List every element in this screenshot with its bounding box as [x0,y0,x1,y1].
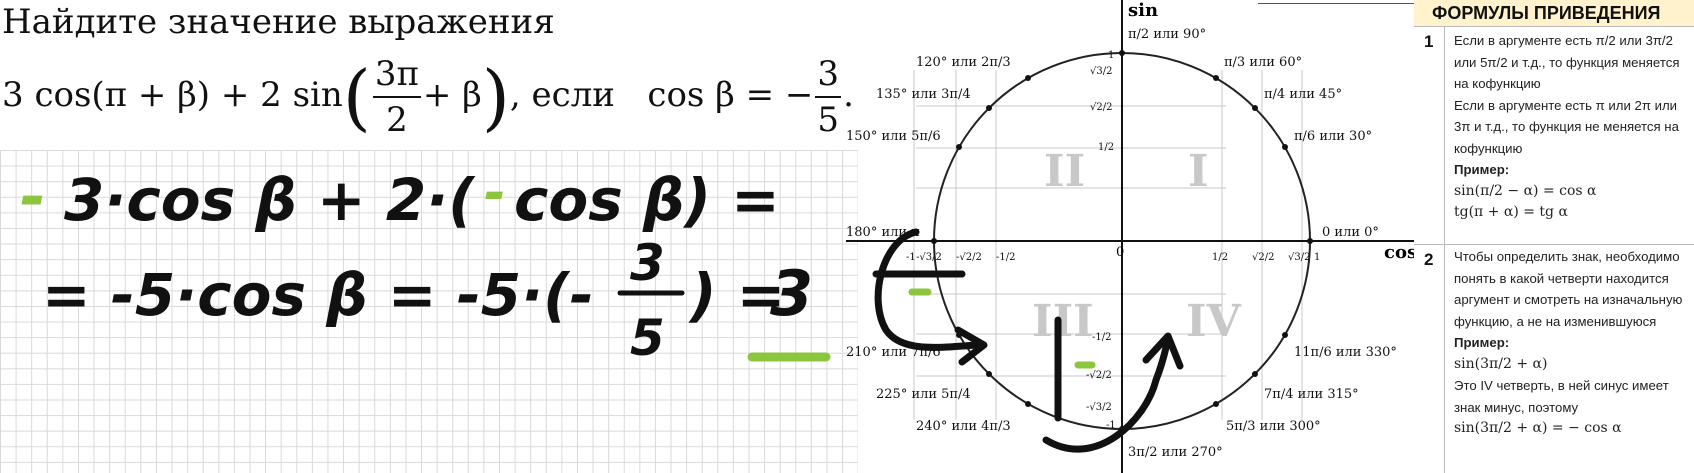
unit-circle-panel: I II III IV sin cos 0 0 или 0° π/6 или 3… [846,0,1414,473]
quarter-II: II [1044,146,1085,197]
hw-arrow-right-head [1142,332,1184,370]
angle-150: 150° или 5π/6 [846,129,941,144]
tick-y-neg1: -1 [1106,420,1116,431]
rule1-body: Если в аргументе есть π/2 или 3π/2 или 5… [1454,30,1694,224]
tick-x-neg1: -1 [906,252,916,263]
rule1-example-label: Пример: [1454,162,1510,177]
paren-close: ) [481,55,510,139]
hw-frac-num: 3 [630,234,665,292]
rule2-number: 2 [1424,250,1434,269]
rule1-text1: Если в аргументе есть π/2 или 3π/2 или 5… [1454,33,1680,91]
rule1-text2: Если в аргументе есть π или 2π или 3π и … [1454,97,1679,156]
angle-120: 120° или 2π/3 [916,55,1011,70]
expr-part1: 3 cos(π + β) + 2 sin [2,75,343,115]
angle-45: π/4 или 45° [1264,87,1342,102]
tick-y-r2: √2/2 [1090,102,1112,113]
expr-end: . [843,75,854,115]
expr-part2: + β [422,75,482,115]
tick-y-neg-r2: -√2/2 [1086,370,1112,381]
expr-frac-den: 2 [386,100,408,140]
tick-y-1: 1 [1108,50,1114,61]
hw-frac-den: 5 [630,309,665,367]
helper-lines [913,70,1303,420]
rule1-example2: tg(π + α) = tg α [1454,204,1568,220]
cond-frac-den: 5 [817,100,840,140]
formulas-column-divider [1444,26,1445,473]
hw-arrow-left-head [954,326,988,366]
graph-paper [0,150,858,473]
expr-condition: cos β = − [647,75,814,115]
paren-open: ( [342,55,371,139]
task-title: Найдите значение выражения [2,2,555,42]
axis-x-label: cos [1384,242,1414,263]
angle-315: 7π/4 или 315° [1264,387,1359,402]
unit-circle-diagram: I II III IV sin cos 0 0 или 0° π/6 или 3… [846,0,1414,473]
rule2-example-label: Пример: [1454,335,1510,350]
rule2-text1: Чтобы определить знак, необходимо понять… [1454,249,1683,329]
cond-frac-num: 3 [815,52,842,98]
tick-x-half: 1/2 [1212,252,1228,263]
tick-x-neg-r2: -√2/2 [956,252,982,263]
quarter-IV: IV [1186,296,1242,347]
formulas-panel: ФОРМУЛЫ ПРИВЕДЕНИЯ 1 Если в аргументе ес… [1414,0,1694,473]
rule2-example2: sin(3π/2 + α) = − cos α [1454,420,1622,436]
angle-30: π/6 или 30° [1294,129,1372,144]
tick-y-neg-r3: -√3/2 [1086,402,1112,413]
expr-frac-num: 3π [372,52,421,98]
angle-0: 0 или 0° [1322,225,1379,240]
angle-135: 135° или 3π/4 [876,87,971,102]
tick-y-half: 1/2 [1098,142,1114,153]
angle-270: 3π/2 или 270° [1128,445,1223,460]
tick-x-neg-r3: -√3/2 [916,252,942,263]
angle-90: π/2 или 90° [1128,27,1206,42]
hw-line2-b: ) = [688,261,785,329]
hw-answer: 3 [770,257,813,330]
axis-y-label: sin [1128,0,1158,21]
tick-y-neg-half: -1/2 [1092,332,1111,343]
tick-x-r3: √3/2 [1288,252,1310,263]
expr-part3: , если [509,75,615,115]
task-panel: Найдите значение выражения 3 cos(π + β) … [0,2,858,473]
hw-line2-a: = -5·cos β = -5·(- [42,261,594,329]
angle-240: 240° или 4π/3 [916,419,1011,434]
hw-minus-2: - [484,163,506,223]
tick-y-r3: √3/2 [1090,66,1112,77]
tick-x-r2: √2/2 [1252,252,1274,263]
quarter-I: I [1188,146,1209,197]
origin-label: 0 [1116,245,1124,260]
angle-225: 225° или 5π/4 [876,387,971,402]
hw-line1-b: cos β) = [514,166,780,234]
rule1-number: 1 [1424,32,1434,51]
rule2-body: Чтобы определить знак, необходимо понять… [1454,246,1694,440]
formulas-title: ФОРМУЛЫ ПРИВЕДЕНИЯ [1414,0,1694,27]
hw-arrow-right [1042,336,1172,453]
angle-330: 11π/6 или 330° [1294,345,1397,360]
hw-arrow-left [874,228,980,351]
tick-x-1: 1 [1314,252,1320,263]
hw-line1-a: 3·cos β + 2·( [64,166,476,234]
top-box-edge [1258,0,1414,4]
rule1-example1: sin(π/2 − α) = cos α [1454,182,1597,199]
angle-300: 5π/3 или 300° [1226,419,1321,434]
hw-green-marks [908,288,1096,369]
handwritten-solution: - 3·cos β + 2·( - cos β) = = -5·cos β = … [20,160,831,367]
hw-arrows [872,228,1184,453]
tick-x-neg-half: -1/2 [996,252,1015,263]
angle-60: π/3 или 60° [1224,55,1302,70]
formulas-row-divider [1414,244,1694,245]
rule2-example1: sin(3π/2 + α) [1454,355,1548,372]
quarter-III: III [1032,296,1094,347]
rule2-text2: Это IV четверть, в ней синус имеет знак … [1454,378,1669,415]
hw-minus-1: - [20,160,46,233]
